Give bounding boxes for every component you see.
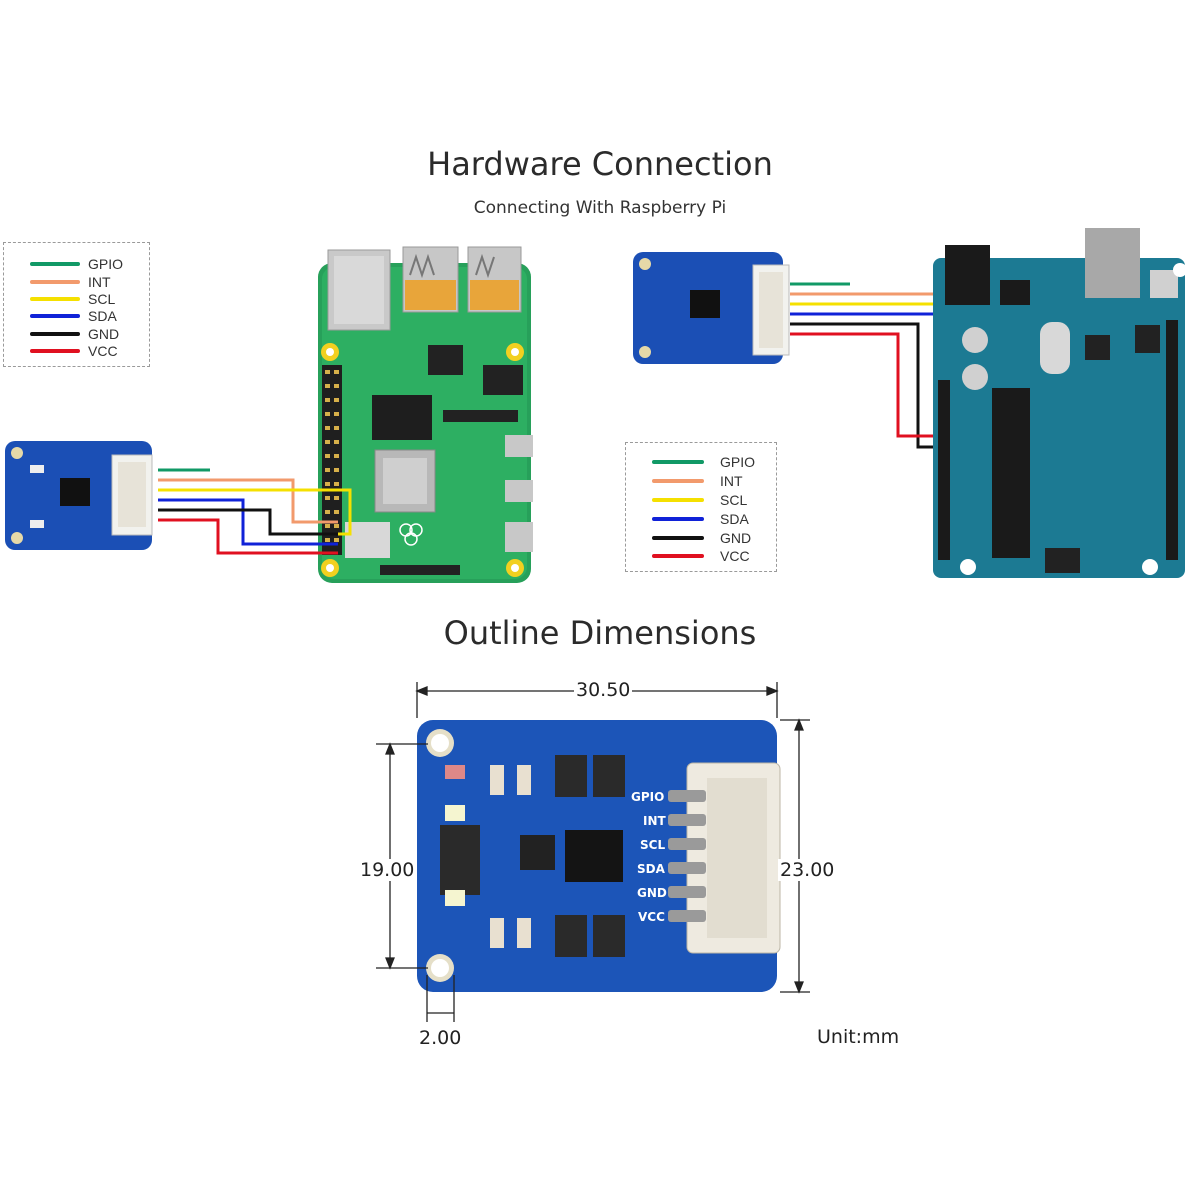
pin-label-sda: SDA <box>637 862 666 876</box>
hardware-connection-subtitle: Connecting With Raspberry Pi <box>473 198 727 218</box>
dimension-hole-offset: 2.00 <box>417 1027 464 1049</box>
pin-label-gpio: GPIO <box>631 790 664 804</box>
legend-item-scl: SCL <box>626 491 747 509</box>
wire-legend-left: GPIO INT SCL SDA GND VCC <box>3 242 150 367</box>
dimension-width: 30.50 <box>574 679 633 701</box>
pin-label-gnd: GND <box>637 886 667 900</box>
legend-item-int: INT <box>4 273 111 291</box>
pin-label-int: INT <box>643 814 667 828</box>
outline-board: GPIO INT SCL SDA GND VCC <box>417 720 781 992</box>
outline-dimensions-title: Outline Dimensions <box>443 614 757 652</box>
pin-label-scl: SCL <box>640 838 665 852</box>
legend-item-vcc: VCC <box>4 342 118 360</box>
dimension-lines <box>376 682 810 1022</box>
legend-item-gnd: GND <box>4 325 119 343</box>
legend-item-gpio: GPIO <box>4 255 123 273</box>
arduino-board <box>933 228 1187 578</box>
legend-item-vcc: VCC <box>626 547 750 565</box>
sensor-module <box>5 441 153 550</box>
dimension-height-outer: 23.00 <box>778 859 837 881</box>
legend-item-sda: SDA <box>626 510 749 528</box>
raspberry-pi-board <box>318 246 533 583</box>
unit-label: Unit:mm <box>815 1026 902 1048</box>
legend-item-scl: SCL <box>4 290 115 308</box>
wire-legend-right: GPIO INT SCL SDA GND VCC <box>625 442 777 572</box>
left-wiring <box>158 468 352 555</box>
legend-item-gpio: GPIO <box>626 453 755 471</box>
legend-item-gnd: GND <box>626 529 751 547</box>
legend-item-sda: SDA <box>4 307 117 325</box>
hardware-connection-title: Hardware Connection <box>427 145 773 183</box>
dimension-height-inner: 19.00 <box>358 859 417 881</box>
pin-label-vcc: VCC <box>638 910 665 924</box>
legend-item-int: INT <box>626 472 743 490</box>
sensor-module-right <box>633 252 790 364</box>
raspberry-logo <box>399 523 423 546</box>
